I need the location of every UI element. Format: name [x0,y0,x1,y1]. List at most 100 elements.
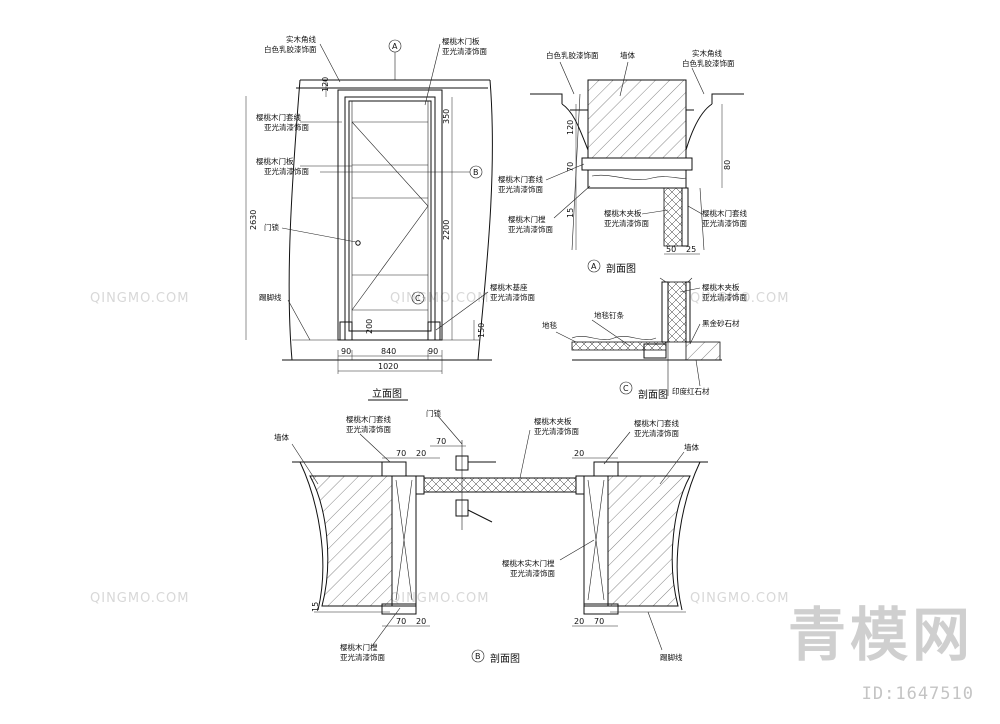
annotation: 踢脚线 [259,292,282,302]
annotation: 亚光清漆饰面 [442,46,487,56]
dim-label: 70 [566,162,575,172]
watermark-text: QINGMO.COM [390,591,489,606]
annotation: 亚光清漆饰面 [498,184,543,194]
annotation: 樱桃木门套线 [634,418,679,428]
annotation: 亚光清漆饰面 [340,652,385,662]
annotation: 樱桃木实木门樘 [502,558,555,568]
annotation: 墙体 [620,50,635,60]
annotation: 亚光清漆饰面 [702,218,747,228]
watermark-id: ID:1647510 [861,684,974,704]
elevation-view: 120 2630 350 2200 200 150 90 840 90 1020… [245,34,535,401]
section-b-view: 70 20 70 20 15 70 20 20 70 樱桃木门套线 亚光清漆饰面… [274,408,708,665]
watermark-logo: 青模网 [787,601,974,669]
section-marker-b [469,165,483,179]
annotation: 樱桃木夹板 [534,416,572,426]
annotation: 印度红石材 [672,386,710,396]
annotation: 亚光清漆饰面 [510,568,555,578]
dim-label: 20 [574,617,584,626]
annotation: 樱桃木夹板 [702,282,740,292]
annotation: 墙体 [684,442,699,452]
watermark-text: QINGMO.COM [690,591,789,606]
annotation: 亚光清漆饰面 [346,424,391,434]
annotation: 樱桃木夹板 [604,208,642,218]
dim-label: 80 [723,160,732,170]
annotation: 樱桃木门板 [256,156,294,166]
annotation: 樱桃木门套线 [346,414,391,424]
dim-label: 2630 [249,210,258,230]
watermark-text: QINGMO.COM [690,291,789,306]
marker-label: A [392,42,398,51]
marker-label: C [415,294,421,303]
dim-label: 150 [477,323,486,338]
dim-label: 70 [396,617,406,626]
annotation: 樱桃木门套线 [498,174,543,184]
marker-label: B [475,652,481,661]
watermark-text: QINGMO.COM [90,591,189,606]
view-title: 立面图 [372,387,402,400]
section-a-view: 120 70 15 80 50 25 白色乳胶漆饰面 墙体 实木角线 白色乳胶漆… [498,48,747,275]
dim-label: 70 [396,449,406,458]
section-c-view: 地毯钉条 地毯 樱桃木夹板 亚光清漆饰面 黑金砂石材 印度红石材 C 剖面图 [542,277,747,401]
annotation: 实木角线 [692,48,722,58]
annotation: 墙体 [274,432,289,442]
watermark-text: QINGMO.COM [390,291,489,306]
section-marker-a [587,259,601,273]
annotation: 樱桃木门套线 [256,112,301,122]
dim-label: 70 [594,617,604,626]
annotation: 门锁 [264,222,279,232]
annotation: 亚光清漆饰面 [508,224,553,234]
dim-label: 840 [381,347,396,356]
dim-label: 90 [428,347,438,356]
annotation: 踢脚线 [660,652,683,662]
dim-label: 2200 [442,220,451,240]
dim-label: 70 [436,437,446,446]
annotation: 地毯 [542,320,557,330]
dim-label: 20 [416,617,426,626]
marker-label: C [623,384,629,393]
dim-label: 120 [321,77,330,92]
watermark-text: QINGMO.COM [90,291,189,306]
annotation: 白色乳胶漆饰面 [264,44,317,54]
dim-label: 50 [666,245,676,254]
annotation: 樱桃木基座 [490,282,528,292]
annotation: 樱桃木门樘 [508,214,546,224]
section-marker-c [411,291,425,305]
annotation: 白色乳胶漆饰面 [682,58,735,68]
dim-label: 20 [416,449,426,458]
dim-label: 25 [686,245,696,254]
annotation: 地毯钉条 [594,310,624,320]
annotation: 门锁 [426,408,441,418]
dim-label: 200 [365,319,374,334]
dim-label: 15 [311,602,320,612]
annotation: 黑金砂石材 [702,318,740,328]
dim-label: 1020 [378,362,398,371]
annotation: 亚光清漆饰面 [264,166,309,176]
annotation: 亚光清漆饰面 [702,292,747,302]
annotation: 亚光清漆饰面 [604,218,649,228]
section-marker-c [619,381,633,395]
annotation: 白色乳胶漆饰面 [546,50,599,60]
marker-label: A [591,262,597,271]
section-marker-a [388,39,402,53]
annotation: 亚光清漆饰面 [634,428,679,438]
view-title: 剖面图 [606,262,636,275]
view-title: 剖面图 [638,388,668,401]
annotation: 樱桃木门套线 [702,208,747,218]
annotation: 樱桃木门樘 [340,642,378,652]
dim-label: 15 [566,208,575,218]
annotation: 樱桃木门板 [442,36,480,46]
dim-label: 20 [574,449,584,458]
watermark-layer: QINGMO.COM QINGMO.COM QINGMO.COM QINGMO.… [90,291,789,606]
annotation: 亚光清漆饰面 [534,426,579,436]
view-title: 剖面图 [490,652,520,665]
annotation: 亚光清漆饰面 [490,292,535,302]
dim-label: 90 [341,347,351,356]
dim-label: 120 [566,120,575,135]
marker-label: B [473,168,479,177]
section-marker-b [471,649,485,663]
annotation: 亚光清漆饰面 [264,122,309,132]
dim-label: 350 [442,109,451,124]
annotation: 实木角线 [286,34,316,44]
